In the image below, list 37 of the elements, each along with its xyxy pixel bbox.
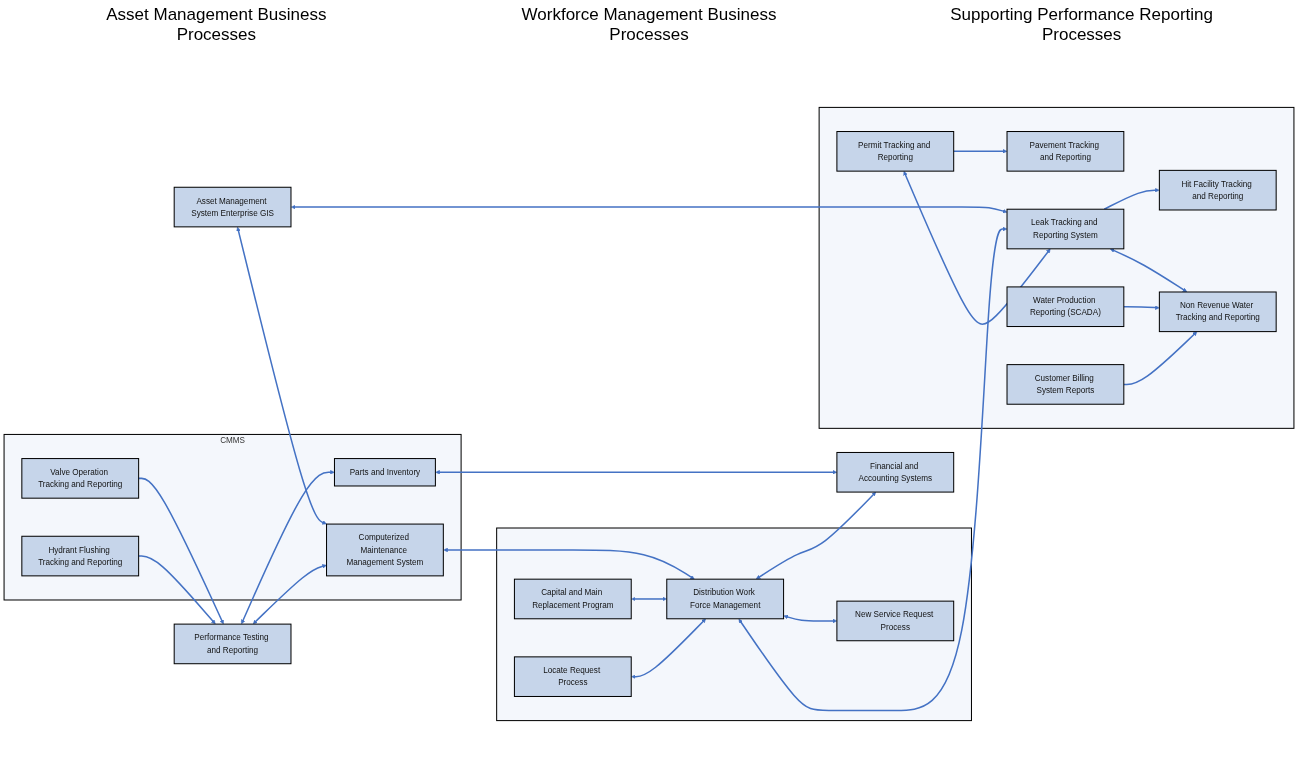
node-box: New Service Request Process [836, 600, 955, 642]
arrow [443, 547, 695, 580]
column-heading: Asset Management Business Processes [105, 5, 328, 45]
arrow [1123, 331, 1198, 386]
cluster [818, 106, 1295, 429]
arrow [236, 226, 327, 525]
node-box: Leak Tracking and Reporting System [1006, 208, 1125, 250]
node-box: Performance Testing and Reporting [173, 623, 292, 665]
arrow [738, 226, 1008, 712]
node-box: Distribution Work Force Management [666, 578, 785, 620]
column-heading: Workforce Management Business Processes [520, 5, 778, 45]
node-box: Computerized Maintenance Management System [326, 523, 444, 577]
column-heading: Supporting Performance Reporting Processes [949, 5, 1214, 45]
node-box: Customer Billing System Reports [1006, 364, 1125, 405]
node-box: Non Revenue Water Tracking and Reporting [1158, 291, 1277, 333]
node-box: Capital and Main Replacement Program [513, 578, 632, 620]
cluster [496, 527, 972, 722]
node-box: Locate Request Process [513, 656, 632, 697]
arrow [241, 470, 335, 625]
arrow [291, 204, 1008, 214]
arrow [1123, 305, 1160, 310]
arrow [1110, 248, 1188, 293]
arrow [631, 618, 706, 679]
node-box: Pavement Tracking and Reporting [1006, 131, 1125, 172]
arrow [1103, 187, 1160, 210]
arrow [252, 564, 327, 625]
arrow [631, 596, 667, 602]
arrow [903, 171, 1051, 325]
node-box: Asset Management System Enterprise GIS [173, 186, 292, 228]
arrow [755, 491, 877, 580]
node-box: Water Production Reporting (SCADA) [1006, 286, 1125, 328]
node-box: Permit Tracking and Reporting [836, 131, 955, 172]
node-box: Hydrant Flushing Tracking and Reporting [21, 535, 140, 577]
node-box: Financial and Accounting Systems [836, 451, 955, 493]
node-box: Hit Facility Tracking and Reporting [1158, 169, 1277, 211]
node-box: Parts and Inventory [333, 458, 436, 487]
node-box: Valve Operation Tracking and Reporting [21, 458, 140, 499]
